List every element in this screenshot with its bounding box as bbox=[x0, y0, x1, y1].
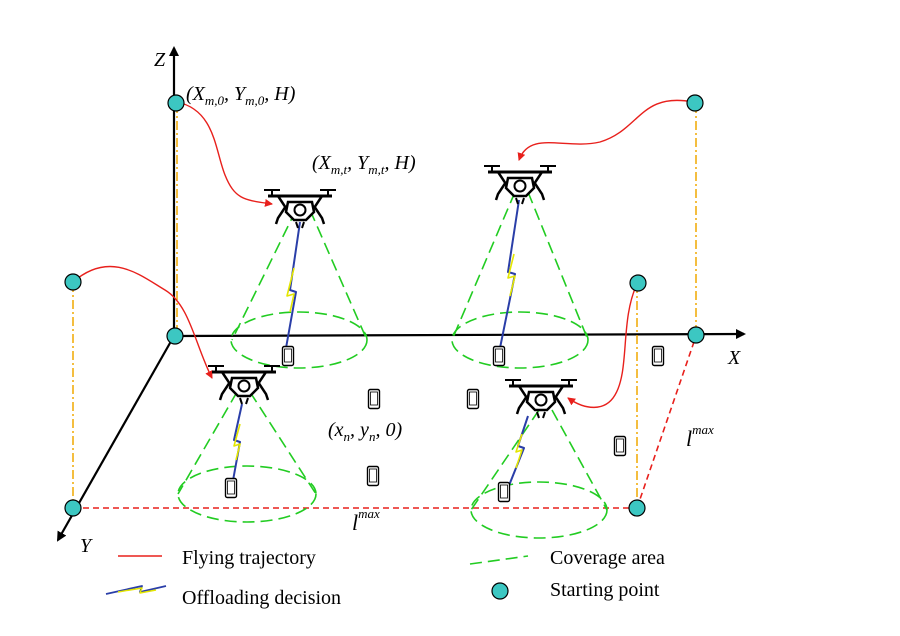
z-axis-label: Z bbox=[154, 49, 166, 71]
starting-point-icon bbox=[687, 326, 705, 344]
starting-point-icon bbox=[629, 274, 647, 292]
starting-point-icon bbox=[166, 327, 184, 345]
axes: Z X Y bbox=[57, 46, 746, 557]
starting-point-icon bbox=[167, 94, 185, 112]
lightning-icon bbox=[499, 199, 520, 349]
start-coordinate-label: (Xm,0, Ym,0, H) bbox=[186, 83, 296, 108]
phone-icon bbox=[613, 435, 627, 457]
legend: Flying trajectory Offloading decision Co… bbox=[105, 547, 665, 609]
lightning-icon bbox=[231, 403, 243, 487]
user-coordinate-label: (xn, yn, 0) bbox=[328, 419, 402, 444]
starting-point-icon bbox=[628, 499, 646, 517]
coverage-cone-4 bbox=[470, 409, 608, 539]
starting-point-icon bbox=[686, 94, 704, 112]
y-axis-label: Y bbox=[80, 535, 93, 557]
flying-trajectories bbox=[72, 99, 694, 409]
legend-offloading-decision: Offloading decision bbox=[105, 585, 341, 609]
uavs bbox=[206, 164, 579, 420]
coverage-cone-1 bbox=[230, 209, 368, 369]
lmax-label-right: lmax bbox=[686, 422, 714, 451]
legend-starting-point-label: Starting point bbox=[550, 579, 660, 601]
x-axis bbox=[173, 329, 746, 340]
lightning-icon bbox=[507, 415, 529, 489]
starting-point-icon bbox=[64, 499, 82, 517]
trajectory-1 bbox=[176, 101, 273, 207]
legend-coverage-area-label: Coverage area bbox=[550, 547, 665, 569]
lmax-label-bottom: lmax bbox=[352, 506, 380, 535]
trajectory-3 bbox=[72, 265, 213, 379]
drone-icon bbox=[206, 364, 282, 406]
users bbox=[224, 345, 665, 503]
lightning-icon bbox=[285, 221, 301, 349]
phone-icon bbox=[466, 388, 480, 410]
trajectory-4 bbox=[567, 283, 638, 409]
drone-icon bbox=[482, 164, 558, 206]
legend-coverage-area: Coverage area bbox=[469, 547, 665, 569]
phone-icon bbox=[367, 388, 381, 410]
starting-point-icon bbox=[491, 582, 509, 600]
phone-icon bbox=[224, 477, 238, 499]
drone-icon bbox=[503, 378, 579, 420]
phone-icon bbox=[366, 465, 380, 487]
guide-lines bbox=[72, 104, 697, 508]
legend-offloading-decision-label: Offloading decision bbox=[182, 587, 341, 609]
x-axis-label: X bbox=[727, 347, 741, 369]
lmax-lines bbox=[73, 335, 697, 509]
phone-icon bbox=[281, 345, 295, 367]
phone-icon bbox=[492, 345, 506, 367]
coverage-areas bbox=[177, 191, 608, 539]
phone-icon bbox=[651, 345, 665, 367]
trajectory-2 bbox=[517, 99, 694, 161]
uav-coordinate-label: (Xm,t, Ym,t, H) bbox=[312, 152, 416, 177]
legend-flying-trajectory-label: Flying trajectory bbox=[182, 547, 316, 569]
phone-icon bbox=[497, 481, 511, 503]
legend-flying-trajectory: Flying trajectory bbox=[118, 547, 316, 569]
legend-starting-point: Starting point bbox=[491, 579, 660, 601]
lightning-icon bbox=[105, 585, 167, 595]
offloading-links bbox=[231, 199, 529, 489]
coverage-cone-3 bbox=[177, 391, 317, 523]
coverage-cone-2 bbox=[451, 191, 589, 369]
starting-point-icon bbox=[64, 273, 82, 291]
